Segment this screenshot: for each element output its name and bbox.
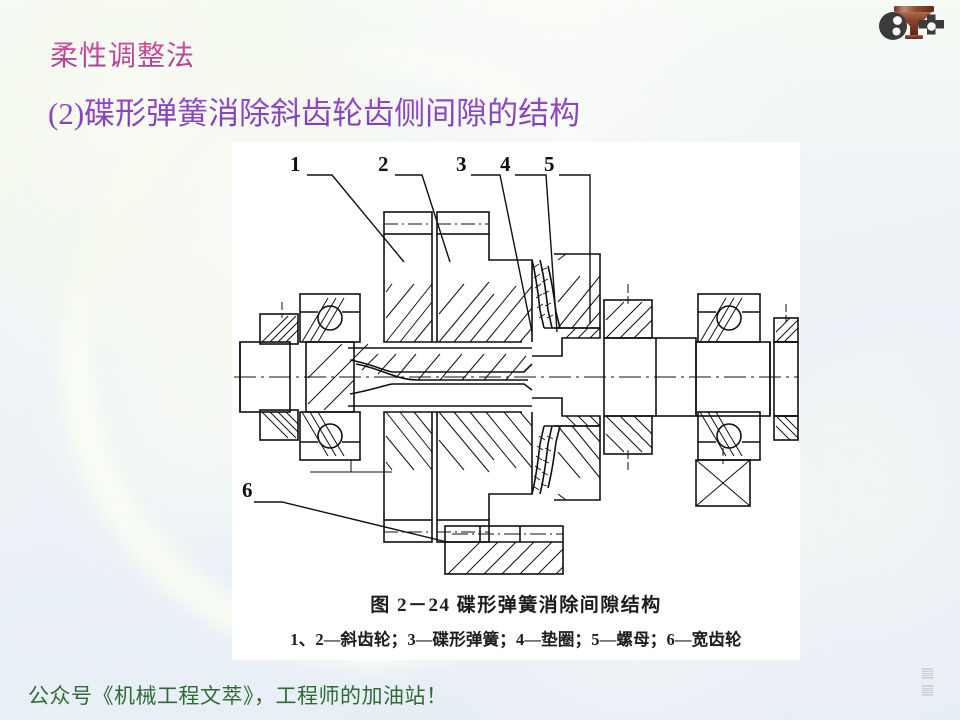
gear-1 <box>383 211 522 543</box>
corner-watermark-icon <box>922 668 936 696</box>
shaft-right-end <box>773 304 799 441</box>
figure-legend: 1、2—斜齿轮；3—碟形弹簧；4—垫圈；5—螺母；6—宽齿轮 <box>290 630 742 649</box>
wide-gear-part-6 <box>444 525 564 575</box>
right-bearing <box>695 293 771 461</box>
slide-title-primary: 柔性调整法 <box>50 34 195 74</box>
callout-number-4: 4 <box>500 152 511 176</box>
gear-2-hub <box>436 211 533 543</box>
callout-number-1: 1 <box>290 152 301 176</box>
gear-2-hatch <box>438 281 533 473</box>
right-nut <box>695 448 751 507</box>
callout-leaders <box>254 174 591 543</box>
callout-number-5: 5 <box>544 152 555 176</box>
brand-logo-icon <box>879 6 944 40</box>
key-bar <box>348 347 533 407</box>
left-nut <box>259 302 299 441</box>
callout-numbers: 1 2 3 4 5 6 <box>242 152 555 502</box>
callout-number-3: 3 <box>456 152 467 176</box>
brand-logo <box>874 2 950 44</box>
figure-caption: 图 2－24 碟形弹簧消除间隙结构 <box>370 595 662 616</box>
callout-number-2: 2 <box>378 152 389 176</box>
lower-left-detail <box>310 460 392 473</box>
disc-springs <box>531 259 561 495</box>
slide-title-secondary: (2)碟形弹簧消除斜齿轮齿侧间隙的结构 <box>48 88 580 133</box>
technical-drawing: 1 2 3 4 5 6 <box>234 152 799 575</box>
shaft-left-end <box>239 341 291 413</box>
left-bearing <box>299 293 369 461</box>
gear-body-right <box>532 253 601 501</box>
gear-1-hatch <box>385 283 433 471</box>
callout-number-6: 6 <box>242 478 253 502</box>
figure-panel: 1 2 3 4 5 6 图 2－24 碟形弹簧消除间隙结构 1、2—斜齿轮；3—… <box>232 142 800 660</box>
footer-promo-text: 公众号《机械工程文萃》，工程师的加油站！ <box>28 684 448 708</box>
